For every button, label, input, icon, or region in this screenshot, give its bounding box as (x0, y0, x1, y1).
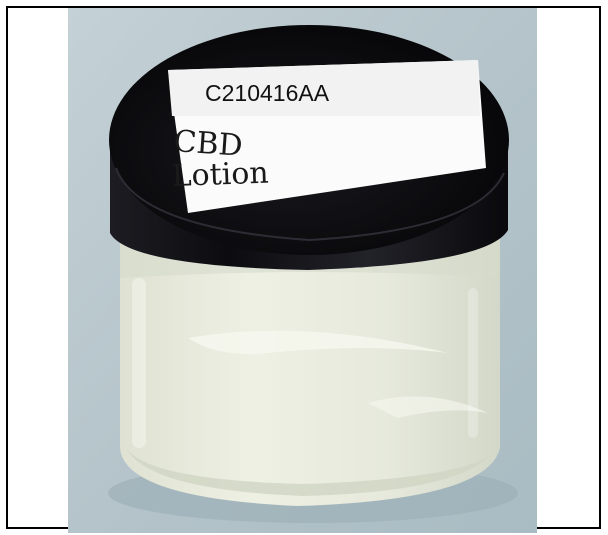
product-photo: C210416AA CBD Lotion (68, 8, 537, 533)
jar-body (120, 236, 500, 506)
cream-swirl (188, 330, 448, 354)
label-handwriting-line-1: CBD (172, 124, 243, 164)
cream-swirl (368, 396, 488, 418)
jar-reflection (132, 278, 146, 448)
jar-reflection (468, 288, 478, 438)
label-code-text: C210416AA (205, 80, 330, 106)
jar-photo-svg: C210416AA CBD Lotion (68, 8, 537, 533)
jar-label: C210416AA CBD Lotion (168, 60, 486, 213)
label-tape-edge (168, 60, 480, 116)
jar-bottom-rim (126, 448, 496, 496)
label-handwriting-line-2: Lotion (171, 156, 269, 194)
lid-rim-highlight (115, 167, 505, 242)
